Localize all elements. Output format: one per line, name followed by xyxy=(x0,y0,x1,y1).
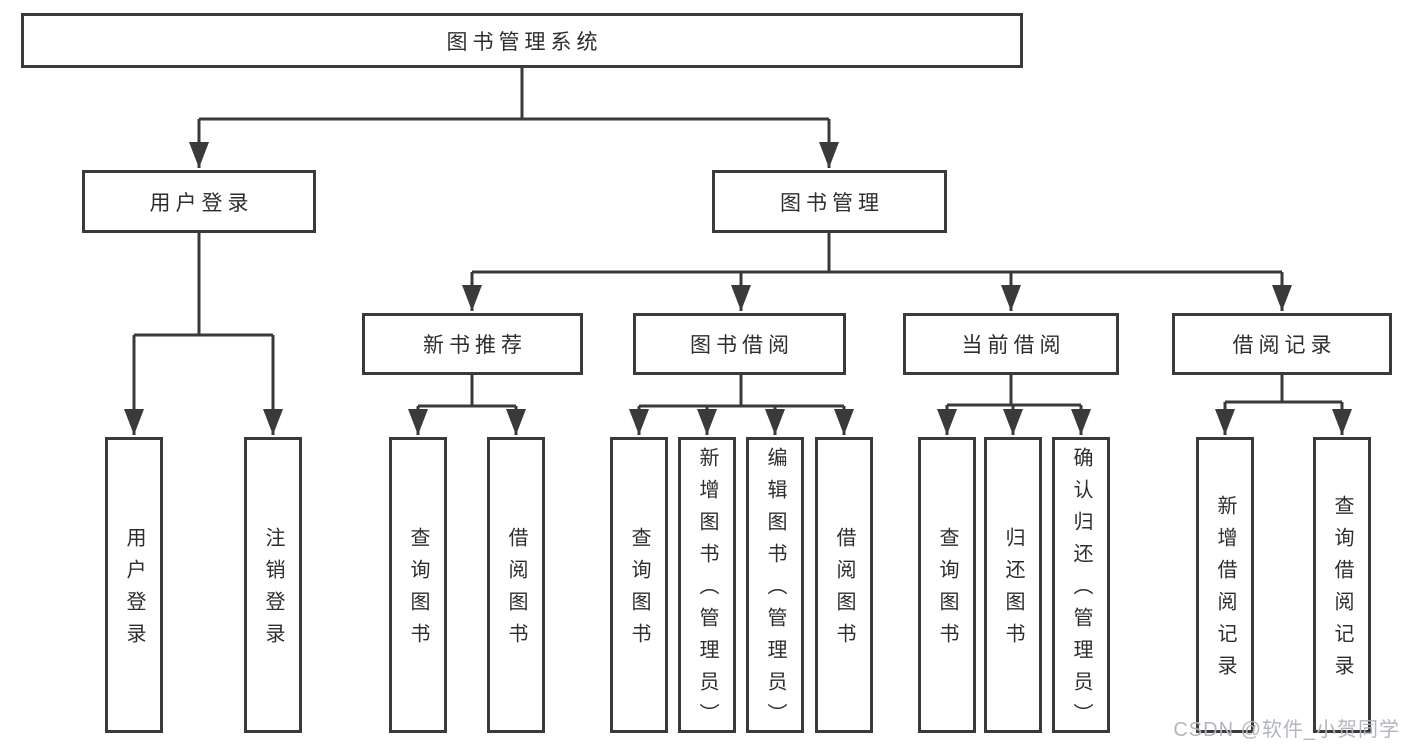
branch-root xyxy=(199,68,829,121)
node-new-book-recommend: 新书推荐 xyxy=(362,313,583,375)
node-label: 图书管理系统 xyxy=(446,30,603,54)
node-label: 编辑图书（管理员） xyxy=(764,447,786,735)
csdn-watermark: CSDN @软件_小贺同学 xyxy=(1173,719,1400,741)
branch-book-borrow xyxy=(639,375,844,408)
leaf-logout: 注销登录 xyxy=(244,437,302,733)
node-label: 借阅图书 xyxy=(833,527,855,655)
leaf-confirm-return-admin: 确认归还（管理员） xyxy=(1052,437,1110,735)
leaf-query-borrow-record: 查询借阅记录 xyxy=(1313,437,1371,733)
node-label: 查询图书 xyxy=(936,527,958,655)
branch-user-login xyxy=(134,233,273,337)
node-current-borrowing: 当前借阅 xyxy=(903,313,1119,375)
branch-new-book-rec xyxy=(418,375,516,408)
node-library-system: 图书管理系统 xyxy=(21,13,1023,68)
leaf-query-books-borrowing: 查询图书 xyxy=(610,437,668,733)
leaf-query-books-recommend: 查询图书 xyxy=(389,437,447,733)
node-label: 用户登录 xyxy=(123,527,145,655)
node-label: 用户登录 xyxy=(149,191,254,215)
leaf-return-book: 归还图书 xyxy=(984,437,1042,733)
node-label: 查询图书 xyxy=(407,527,429,655)
node-borrowing-records: 借阅记录 xyxy=(1172,313,1392,375)
leaf-query-books-current: 查询图书 xyxy=(918,437,976,733)
node-label: 新书推荐 xyxy=(423,334,527,357)
branch-borrow-records xyxy=(1225,375,1342,404)
node-user-login: 用户登录 xyxy=(82,170,316,233)
node-label: 图书借阅 xyxy=(690,334,794,357)
branch-current-borrow xyxy=(947,375,1081,407)
node-label: 新增图书（管理员） xyxy=(696,447,718,735)
leaf-add-borrow-record: 新增借阅记录 xyxy=(1196,437,1254,733)
node-label: 借阅图书 xyxy=(505,527,527,655)
node-label: 归还图书 xyxy=(1002,527,1024,655)
branch-book-mgmt xyxy=(472,233,1282,274)
node-label: 查询借阅记录 xyxy=(1331,495,1353,687)
leaf-user-login: 用户登录 xyxy=(105,437,163,733)
leaf-borrow-books: 借阅图书 xyxy=(815,437,873,733)
node-book-management: 图书管理 xyxy=(712,170,947,233)
leaf-borrow-books-recommend: 借阅图书 xyxy=(487,437,545,733)
leaf-add-book-admin: 新增图书（管理员） xyxy=(678,437,736,735)
node-book-borrowing: 图书借阅 xyxy=(633,313,846,375)
node-label: 确认归还（管理员） xyxy=(1070,447,1092,735)
node-label: 注销登录 xyxy=(262,527,284,655)
leaf-edit-book-admin: 编辑图书（管理员） xyxy=(746,437,804,735)
node-label: 借阅记录 xyxy=(1232,334,1337,357)
node-label: 新增借阅记录 xyxy=(1214,495,1236,687)
node-label: 查询图书 xyxy=(628,527,650,655)
node-label: 当前借阅 xyxy=(961,334,1066,357)
node-label: 图书管理 xyxy=(780,191,884,215)
